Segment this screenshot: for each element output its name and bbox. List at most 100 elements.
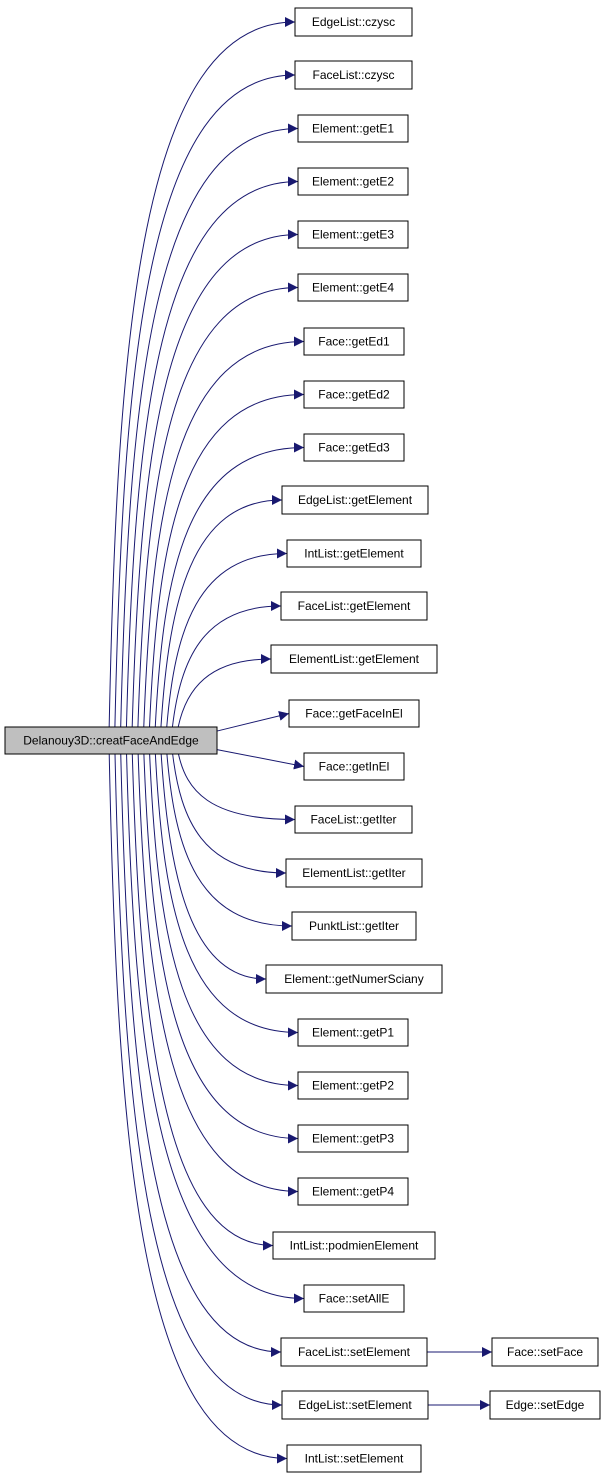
node-n6[interactable]: Element::getE4 <box>297 273 409 302</box>
edge-root-n23 <box>137 753 299 1197</box>
node-box <box>297 1124 409 1153</box>
node-n9[interactable]: Face::getEd3 <box>303 433 405 462</box>
edge-root-n9 <box>154 442 305 728</box>
node-label: Element::getP2 <box>312 1079 394 1093</box>
node-n16[interactable]: FaceList::getIter <box>294 805 413 834</box>
node-label: Element::getE2 <box>312 175 394 189</box>
node-box <box>272 1231 436 1260</box>
edge-root-n28 <box>108 753 288 1464</box>
node-box <box>297 167 409 196</box>
edge-root-n18 <box>166 753 293 931</box>
node-label: Element::getP4 <box>312 1185 394 1199</box>
edge-root-n4 <box>125 176 299 728</box>
node-label: IntList::getElement <box>304 547 404 561</box>
edge-root-n20 <box>154 753 299 1038</box>
edge-root-n15 <box>216 749 305 770</box>
node-n2[interactable]: FaceList::czysc <box>294 60 413 90</box>
node-n19[interactable]: Element::getNumerSciany <box>265 964 443 994</box>
node-label: Element::getP3 <box>312 1132 394 1146</box>
node-label: FaceList::getIter <box>310 813 396 827</box>
node-box <box>294 7 413 37</box>
node-label: Face::getEd3 <box>318 441 390 455</box>
node-n11[interactable]: IntList::getElement <box>286 539 422 568</box>
node-n7[interactable]: Face::getEd1 <box>303 327 405 356</box>
node-box <box>286 539 422 568</box>
node-box <box>281 1390 429 1420</box>
edge-layer <box>108 17 492 1464</box>
node-label: EdgeList::czysc <box>312 15 395 29</box>
node-n28[interactable]: IntList::setElement <box>286 1444 422 1473</box>
node-box <box>297 220 409 249</box>
node-n22[interactable]: Element::getP3 <box>297 1124 409 1153</box>
node-box <box>491 1337 599 1367</box>
node-n5[interactable]: Element::getE3 <box>297 220 409 249</box>
edge-root-n26 <box>120 753 282 1357</box>
edge-root-n16 <box>177 753 296 825</box>
node-box <box>291 911 417 941</box>
node-n13[interactable]: ElementList::getElement <box>270 644 438 674</box>
node-box <box>288 699 420 728</box>
node-label: FaceList::czysc <box>312 68 394 82</box>
node-label: Element::getE4 <box>312 281 394 295</box>
node-n26[interactable]: FaceList::setElement <box>280 1337 428 1367</box>
edge-root-n8 <box>149 389 305 728</box>
node-label: Face::getInEl <box>319 760 390 774</box>
node-label: Face::getFaceInEl <box>305 707 402 721</box>
node-label: PunktList::getIter <box>309 919 399 933</box>
node-label: ElementList::getElement <box>289 652 420 666</box>
node-box <box>285 858 423 888</box>
node-n29[interactable]: Face::setFace <box>491 1337 599 1367</box>
node-box <box>303 1284 405 1313</box>
node-n18[interactable]: PunktList::getIter <box>291 911 417 941</box>
node-n15[interactable]: Face::getInEl <box>303 752 405 781</box>
edge-root-n2 <box>114 70 296 728</box>
edge-root-n3 <box>120 123 299 728</box>
node-n25[interactable]: Face::setAllE <box>303 1284 405 1313</box>
edge-root-n27 <box>114 753 283 1410</box>
node-label: Element::getNumerSciany <box>284 972 423 986</box>
node-n10[interactable]: EdgeList::getElement <box>281 485 429 515</box>
node-box <box>303 752 405 781</box>
node-box <box>294 60 413 90</box>
node-n3[interactable]: Element::getE1 <box>297 114 409 143</box>
node-label: Face::getEd2 <box>318 388 390 402</box>
node-label: IntList::podmienElement <box>290 1239 419 1253</box>
node-label: EdgeList::getElement <box>298 493 413 507</box>
node-layer: Delanouy3D::creatFaceAndEdge EdgeList::cz… <box>4 7 601 1473</box>
node-box <box>286 1444 422 1473</box>
root-node-box <box>4 726 218 755</box>
node-label: Edge::setEdge <box>506 1398 585 1412</box>
node-box <box>303 433 405 462</box>
edge-root-n5 <box>131 229 299 728</box>
root-node[interactable]: Delanouy3D::creatFaceAndEdge <box>4 726 218 755</box>
edge-root-n6 <box>137 282 299 728</box>
edge-root-n1 <box>108 17 296 728</box>
edge-root-n19 <box>160 753 267 984</box>
node-label: Face::setAllE <box>319 1292 390 1306</box>
node-label: Element::getP1 <box>312 1026 394 1040</box>
node-n1[interactable]: EdgeList::czysc <box>294 7 413 37</box>
node-n8[interactable]: Face::getEd2 <box>303 380 405 409</box>
edge-root-n14 <box>216 711 290 732</box>
node-n14[interactable]: Face::getFaceInEl <box>288 699 420 728</box>
node-n24[interactable]: IntList::podmienElement <box>272 1231 436 1260</box>
node-n23[interactable]: Element::getP4 <box>297 1177 409 1206</box>
edge-root-n7 <box>143 336 305 728</box>
node-label: FaceList::getElement <box>298 599 411 613</box>
node-n17[interactable]: ElementList::getIter <box>285 858 423 888</box>
node-n21[interactable]: Element::getP2 <box>297 1071 409 1100</box>
node-box <box>280 591 428 621</box>
edge-root-n12 <box>171 601 282 728</box>
node-box <box>280 1337 428 1367</box>
node-box <box>303 327 405 356</box>
edge-root-n11 <box>166 548 288 728</box>
node-n20[interactable]: Element::getP1 <box>297 1018 409 1047</box>
node-box <box>297 1018 409 1047</box>
node-box <box>489 1390 601 1420</box>
node-n4[interactable]: Element::getE2 <box>297 167 409 196</box>
node-label: Face::setFace <box>507 1345 583 1359</box>
node-n30[interactable]: Edge::setEdge <box>489 1390 601 1420</box>
node-n27[interactable]: EdgeList::setElement <box>281 1390 429 1420</box>
edge-root-n13 <box>177 654 272 728</box>
node-n12[interactable]: FaceList::getElement <box>280 591 428 621</box>
